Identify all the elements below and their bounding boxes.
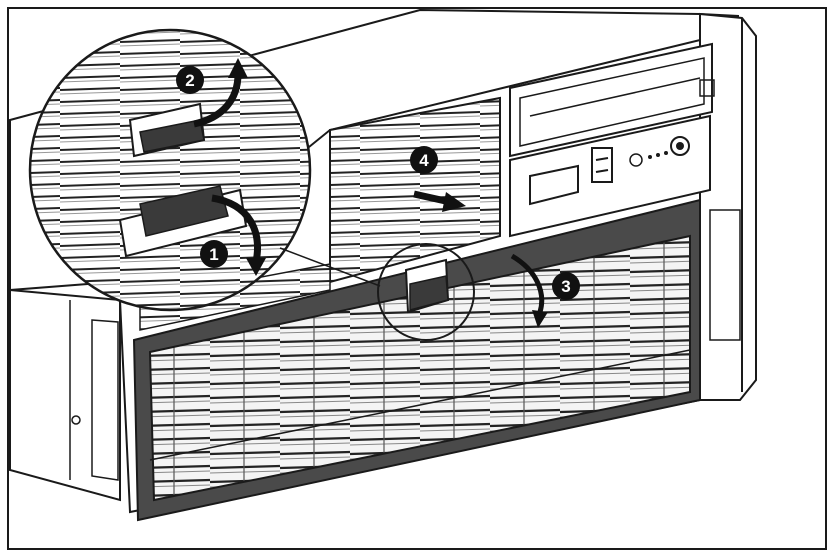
latch-callout-circle [377,243,475,341]
step-1-number: 1 [209,245,218,264]
step-3-marker: 3 [510,253,580,328]
drive-bays-behind-bezel [139,263,331,331]
bezel-release-latch [404,258,450,314]
upper-vent-panel [329,96,501,284]
arrow-rotate-down-icon [211,194,261,263]
step-3-number: 3 [561,277,570,296]
power-button-icon [670,136,690,156]
step-4-marker: 4 [410,146,466,212]
arrow-right-icon [413,190,451,206]
status-led-icon [629,153,643,167]
arrow-swing-down-icon [510,253,545,313]
step-1-marker: 1 [200,194,266,276]
usb-ports-icon [591,147,613,183]
media-drive-bay [509,42,715,158]
latch-detail-magnifier [28,28,381,312]
step-4-number: 4 [419,151,429,170]
front-io-panel [509,114,711,238]
step-2-marker: 2 [176,58,248,128]
vga-port-icon [529,164,579,206]
step-2-number: 2 [185,71,194,90]
figure-border [7,7,827,550]
arrow-rotate-up-icon [193,73,242,128]
